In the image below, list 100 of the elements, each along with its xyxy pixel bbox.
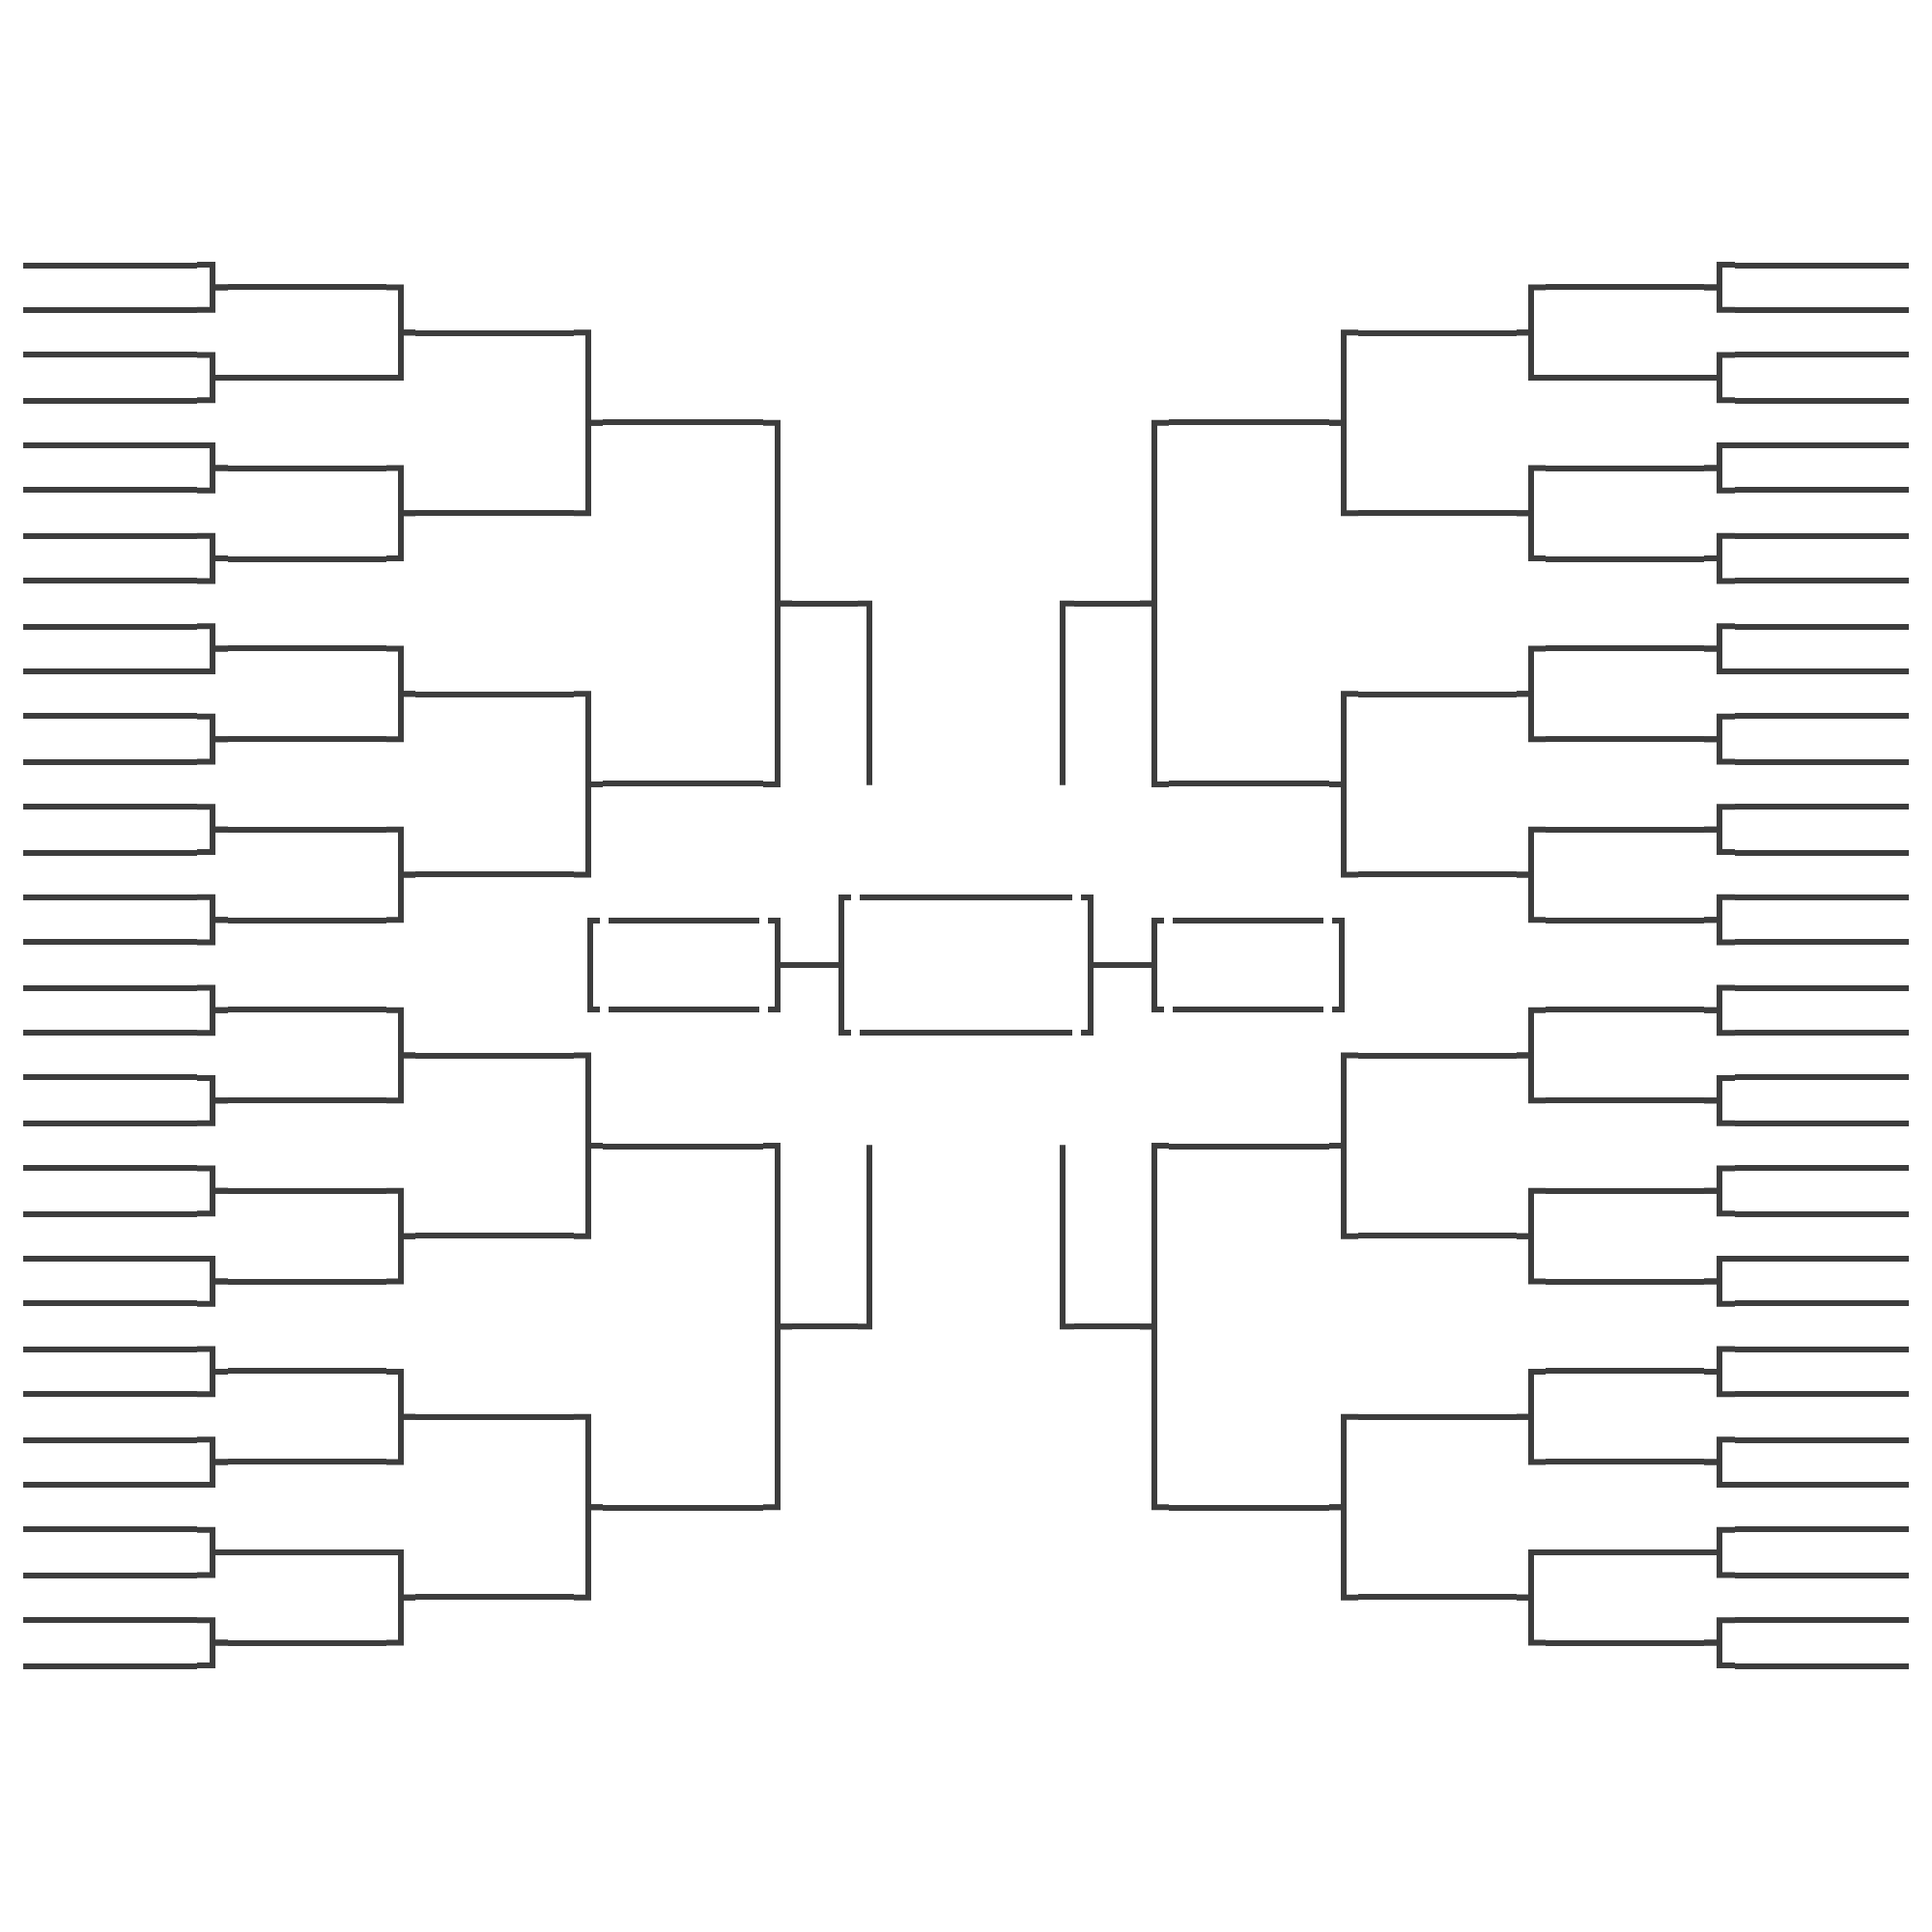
slot-line <box>1358 1594 1517 1601</box>
final-box <box>838 895 1094 1036</box>
slot-line <box>23 578 197 584</box>
slot-line <box>1735 623 1909 630</box>
slot-line <box>1546 555 1704 562</box>
slot-line <box>1546 645 1704 652</box>
bracket-connector <box>763 1323 792 1511</box>
slot-line <box>1735 894 1909 900</box>
slot-line <box>228 917 386 923</box>
bracket-connector <box>1704 374 1735 404</box>
semifinal-box <box>1151 918 1345 1012</box>
slot-line <box>1735 397 1909 404</box>
bracket-connector <box>197 284 228 313</box>
slot-line <box>1735 1346 1909 1352</box>
slot-line <box>1735 939 1909 946</box>
slot-line <box>1735 1662 1909 1668</box>
bracket-connector <box>197 1368 228 1398</box>
bracket-connector <box>1704 1639 1735 1668</box>
bracket-connector <box>1140 1323 1169 1511</box>
bracket-connector <box>574 781 603 878</box>
slot-line <box>1358 691 1517 697</box>
slot-line <box>23 1526 197 1533</box>
slot-line <box>23 1120 197 1126</box>
slot-line <box>1735 1030 1909 1037</box>
slot-line <box>1546 826 1704 833</box>
slot-line <box>1546 1459 1704 1465</box>
slot-line <box>23 894 197 900</box>
slot-line <box>1546 284 1704 291</box>
bracket-connector <box>574 1143 603 1239</box>
slot-line <box>1735 1120 1909 1126</box>
bracket-connector <box>1704 1097 1735 1126</box>
bracket-connector <box>386 1413 415 1465</box>
slot-line <box>1546 374 1704 381</box>
slot-line <box>228 1459 386 1465</box>
bracket-connector <box>1094 962 1151 968</box>
bracket-connector <box>574 1504 603 1601</box>
slot-line <box>228 374 386 381</box>
semifinal-box <box>587 918 781 1012</box>
slot-line <box>23 939 197 946</box>
slot-line <box>1358 510 1517 517</box>
bracket-connector <box>197 1097 228 1126</box>
slot-line <box>1546 465 1704 471</box>
bracket-connector <box>197 645 228 674</box>
slot-line <box>1735 713 1909 720</box>
slot-line <box>228 1187 386 1194</box>
bracket-connector <box>1060 1145 1074 1330</box>
slot-line <box>23 532 197 539</box>
slot-line <box>1735 532 1909 539</box>
bracket-connector <box>1704 1368 1735 1398</box>
slot-line <box>1735 1074 1909 1081</box>
slot-line <box>792 1323 858 1330</box>
bracket-connector <box>197 1549 228 1578</box>
slot-line <box>1074 600 1140 607</box>
bracket-connector <box>386 1594 415 1646</box>
slot-line <box>228 826 386 833</box>
bracket-connector <box>1704 917 1735 946</box>
slot-line <box>1169 781 1329 787</box>
slot-line <box>1358 1052 1517 1059</box>
bracket-connector <box>1704 1187 1735 1217</box>
slot-line <box>23 487 197 494</box>
bracket-connector <box>197 465 228 494</box>
bracket-connector <box>1704 645 1735 674</box>
bracket-connector <box>1704 1459 1735 1488</box>
slot-line <box>23 306 197 313</box>
slot-line <box>228 555 386 562</box>
slot-line <box>228 1639 386 1646</box>
slot-line <box>23 1300 197 1307</box>
slot-line <box>1735 1526 1909 1533</box>
slot-line <box>228 1549 386 1556</box>
bracket-connector <box>386 691 415 743</box>
slot-line <box>1735 306 1909 313</box>
slot-line <box>1546 1007 1704 1013</box>
bracket-connector <box>1517 1594 1546 1646</box>
slot-line <box>23 442 197 449</box>
bracket-connector <box>386 329 415 381</box>
bracket-connector <box>197 826 228 856</box>
bracket-connector <box>1704 1278 1735 1307</box>
slot-line <box>1169 1504 1329 1511</box>
bracket-connector <box>1517 1413 1546 1465</box>
bracket-connector <box>386 510 415 562</box>
slot-line <box>1358 1413 1517 1420</box>
slot-line <box>23 1030 197 1037</box>
bracket-connector <box>1060 600 1074 785</box>
bracket-connector <box>197 1459 228 1488</box>
slot-line <box>1735 262 1909 268</box>
bracket-connector <box>1329 1504 1358 1601</box>
slot-line <box>228 1007 386 1013</box>
bracket-connector <box>197 917 228 946</box>
slot-line <box>1735 804 1909 810</box>
slot-line <box>1735 352 1909 358</box>
slot-line <box>1735 1391 1909 1398</box>
slot-line <box>1546 1368 1704 1375</box>
slot-line <box>1735 1165 1909 1172</box>
slot-line <box>1546 1549 1704 1556</box>
slot-line <box>603 419 763 426</box>
slot-line <box>1735 1210 1909 1217</box>
bracket-connector <box>197 374 228 404</box>
bracket-connector <box>1517 1233 1546 1285</box>
slot-line <box>1735 1481 1909 1488</box>
slot-line <box>1735 849 1909 856</box>
